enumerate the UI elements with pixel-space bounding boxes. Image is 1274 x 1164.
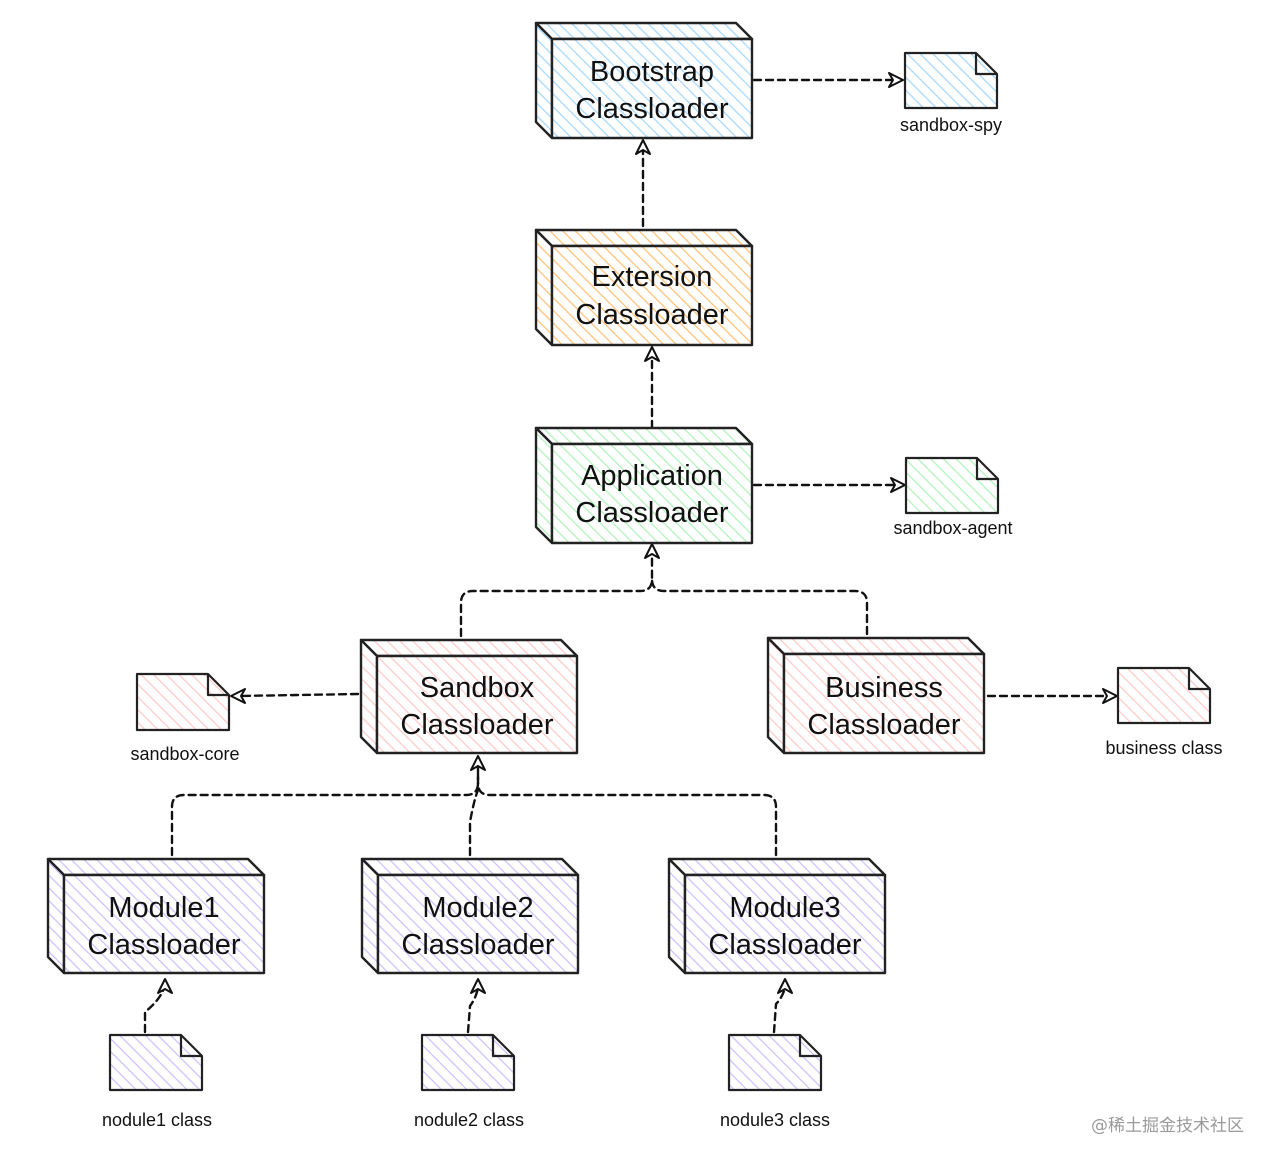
file-icon: [1116, 666, 1212, 725]
module2-classloader-box: Module2 Classloader: [360, 857, 580, 975]
business-classloader-box: Business Classloader: [766, 636, 986, 755]
file-icon: [903, 51, 999, 110]
bootstrap-label-line1: Bootstrap: [590, 56, 714, 88]
nodule1-class-file: nodule1 class: [102, 1033, 212, 1130]
edges: [143, 72, 1118, 1034]
module3-label-line2: Classloader: [708, 929, 861, 961]
sandbox-agent-file: sandbox-agent: [893, 456, 1013, 538]
sandbox-core-label: sandbox-core: [130, 744, 239, 764]
business-class-label: business class: [1105, 738, 1222, 758]
edge-application-to-extension: [644, 346, 660, 430]
nodule2-class-file: nodule2 class: [414, 1033, 524, 1130]
edge-nodule3-to-module3: [772, 978, 793, 1034]
edge-extension-to-bootstrap: [635, 139, 651, 228]
sandbox-label-line2: Classloader: [400, 709, 553, 741]
bootstrap-classloader-box: Bootstrap Classloader: [534, 21, 754, 140]
extension-classloader-box: Extersion Classloader: [534, 228, 754, 347]
nodule1-class-label: nodule1 class: [102, 1110, 212, 1130]
file-icon: [135, 672, 231, 732]
file-icon: [904, 456, 1000, 515]
file-icon: [108, 1033, 204, 1092]
sandbox-classloader-box: Sandbox Classloader: [359, 638, 579, 755]
edge-nodule1-to-module1: [143, 978, 173, 1034]
extension-label-line2: Classloader: [575, 299, 728, 331]
watermark: @稀土掘金技术社区: [1091, 1116, 1244, 1136]
module3-label-line1: Module3: [729, 892, 840, 924]
application-label-line1: Application: [581, 460, 723, 492]
business-label-line2: Classloader: [807, 709, 960, 741]
file-icon: [727, 1033, 823, 1092]
edge-sandbox-to-sandbox-core: [230, 688, 360, 704]
nodule3-class-label: nodule3 class: [720, 1110, 830, 1130]
module3-classloader-box: Module3 Classloader: [667, 857, 887, 975]
module1-label-line1: Module1: [108, 892, 219, 924]
edge-business-to-business-class: [986, 688, 1118, 704]
edge-bootstrap-to-sandbox-spy: [752, 72, 904, 88]
business-label-line1: Business: [825, 672, 943, 704]
edge-sandbox-to-application: [459, 550, 654, 638]
nodule2-class-label: nodule2 class: [414, 1110, 524, 1130]
module1-label-line2: Classloader: [87, 929, 240, 961]
sandbox-label-line1: Sandbox: [420, 672, 535, 704]
application-label-line2: Classloader: [575, 497, 728, 529]
edge-business-to-application: [644, 543, 869, 636]
application-classloader-box: Application Classloader: [534, 426, 754, 545]
edge-module1-to-sandbox: [170, 762, 480, 857]
edge-module3-to-sandbox: [470, 755, 778, 857]
edge-application-to-sandbox-agent: [752, 477, 906, 493]
business-class-file: business class: [1105, 666, 1223, 758]
nodule3-class-file: nodule3 class: [720, 1033, 830, 1130]
module1-classloader-box: Module1 Classloader: [46, 857, 266, 975]
sandbox-core-file: sandbox-core: [130, 672, 240, 764]
edge-nodule2-to-module2: [466, 978, 486, 1034]
bootstrap-label-line2: Classloader: [575, 93, 728, 125]
edge-module2-to-sandbox: [468, 762, 480, 857]
sandbox-spy-file: sandbox-spy: [900, 51, 1002, 135]
module2-label-line2: Classloader: [401, 929, 554, 961]
sandbox-agent-label: sandbox-agent: [893, 518, 1012, 538]
file-icon: [420, 1033, 516, 1092]
module2-label-line1: Module2: [422, 892, 533, 924]
sandbox-spy-label: sandbox-spy: [900, 115, 1002, 135]
extension-label-line1: Extersion: [592, 261, 713, 293]
